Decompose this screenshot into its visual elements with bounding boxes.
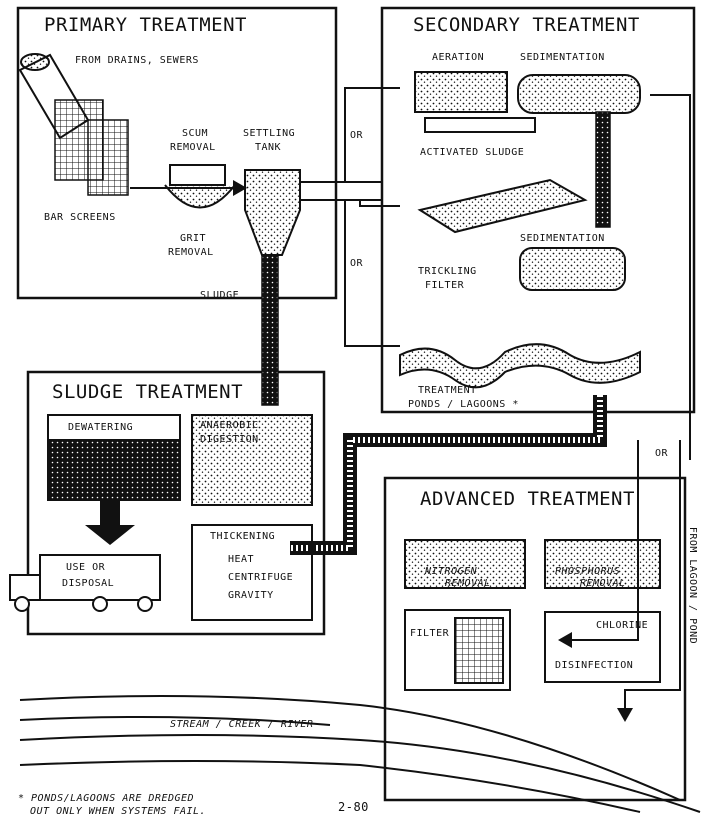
stream-label: STREAM / CREEK / RIVER [170,719,314,730]
disposal-label: DISPOSAL [62,578,115,589]
page-number: 2-80 [338,800,369,814]
grit-basin [164,184,236,209]
aeration-label: AERATION [432,52,485,63]
footnote-line2: OUT ONLY WHEN SYSTEMS FAIL. [30,806,207,817]
advanced-heading: ADVANCED TREATMENT [420,488,635,510]
treatment-ponds [399,343,641,389]
aeration-tank [414,71,508,113]
scum-tank [169,164,226,186]
activated-sludge-return [424,117,536,133]
digestion-label: DIGESTION [200,434,259,445]
phosphorus-tank [544,539,661,589]
sludge-pipe [261,254,279,406]
bar-screens [54,99,129,196]
phosphorus-label: PHOSPHORUS [555,566,621,577]
nitrogen-label: NITROGEN [425,566,478,577]
secondary-heading: SECONDARY TREATMENT [413,14,640,36]
digestion-tank [191,414,313,506]
heat-label: HEAT [228,554,255,565]
sedimentation-tank-mid [519,247,626,291]
from-lagoon-label: FROM LAGOON / POND [687,526,699,645]
thickening-label: THICKENING [210,531,276,542]
activated-sludge-label: ACTIVATED SLUDGE [420,147,525,158]
tank-label: TANK [255,142,282,153]
bar-screens-label: BAR SCREENS [44,212,116,223]
settling-label: SETTLING [243,128,296,139]
scum-removal-label: REMOVAL [170,142,216,153]
trickling-filter [417,178,588,234]
output-arrow [85,500,135,545]
or-label-1: OR [350,130,364,141]
filter-element [454,617,504,684]
sedimentation-mid-label: SEDIMENTATION [520,233,605,244]
lagoon-pipe [290,395,607,555]
centrifuge-label: CENTRIFUGE [228,572,294,583]
sedimentation-top-label: SEDIMENTATION [520,52,605,63]
footnote-line1: * PONDS/LAGOONS ARE DREDGED [18,793,195,804]
chlorine-label: CHLORINE [596,620,649,631]
sludge-heading: SLUDGE TREATMENT [52,381,244,403]
scum-label: SCUM [182,128,209,139]
ponds-label: PONDS / LAGOONS * [408,399,519,410]
primary-frame [16,6,338,300]
nitrogen-removal-label: REMOVAL [445,578,491,589]
secondary-sludge-pipe [595,111,611,228]
advanced-or-label: OR [655,448,669,459]
sedimentation-tank-top [517,74,641,114]
primary-sludge-label: SLUDGE [200,290,240,301]
thickening-box [191,524,313,621]
nitrogen-tank [404,539,526,589]
disinfection-label: DISINFECTION [555,660,634,671]
gravity-label: GRAVITY [228,590,274,601]
use-or-label: USE OR [66,562,106,573]
stream [19,695,701,813]
grit-removal-label: REMOVAL [168,247,214,258]
truck [9,554,161,612]
primary-heading: PRIMARY TREATMENT [44,14,247,36]
treatment-label: TREATMENT [418,385,477,396]
anaerobic-label: ANAEROBIC [200,420,259,431]
dewatering-bed [47,439,181,501]
from-drains-label: FROM DRAINS, SEWERS [75,55,199,66]
advanced-frame [383,476,687,802]
disinfection-box [544,611,661,683]
dewatering-label: DEWATERING [68,422,134,433]
sludge-frame [26,370,326,636]
grit-label: GRIT [180,233,207,244]
or-label-2: OR [350,258,364,269]
secondary-frame [380,6,696,414]
phosphorus-removal-label: REMOVAL [580,578,626,589]
trickling-label: TRICKLING [418,266,477,277]
advanced-filter-label: FILTER [410,628,450,639]
trickling-filter-label: FILTER [425,280,465,291]
filter-box [404,609,511,691]
settling-tank [244,169,301,256]
